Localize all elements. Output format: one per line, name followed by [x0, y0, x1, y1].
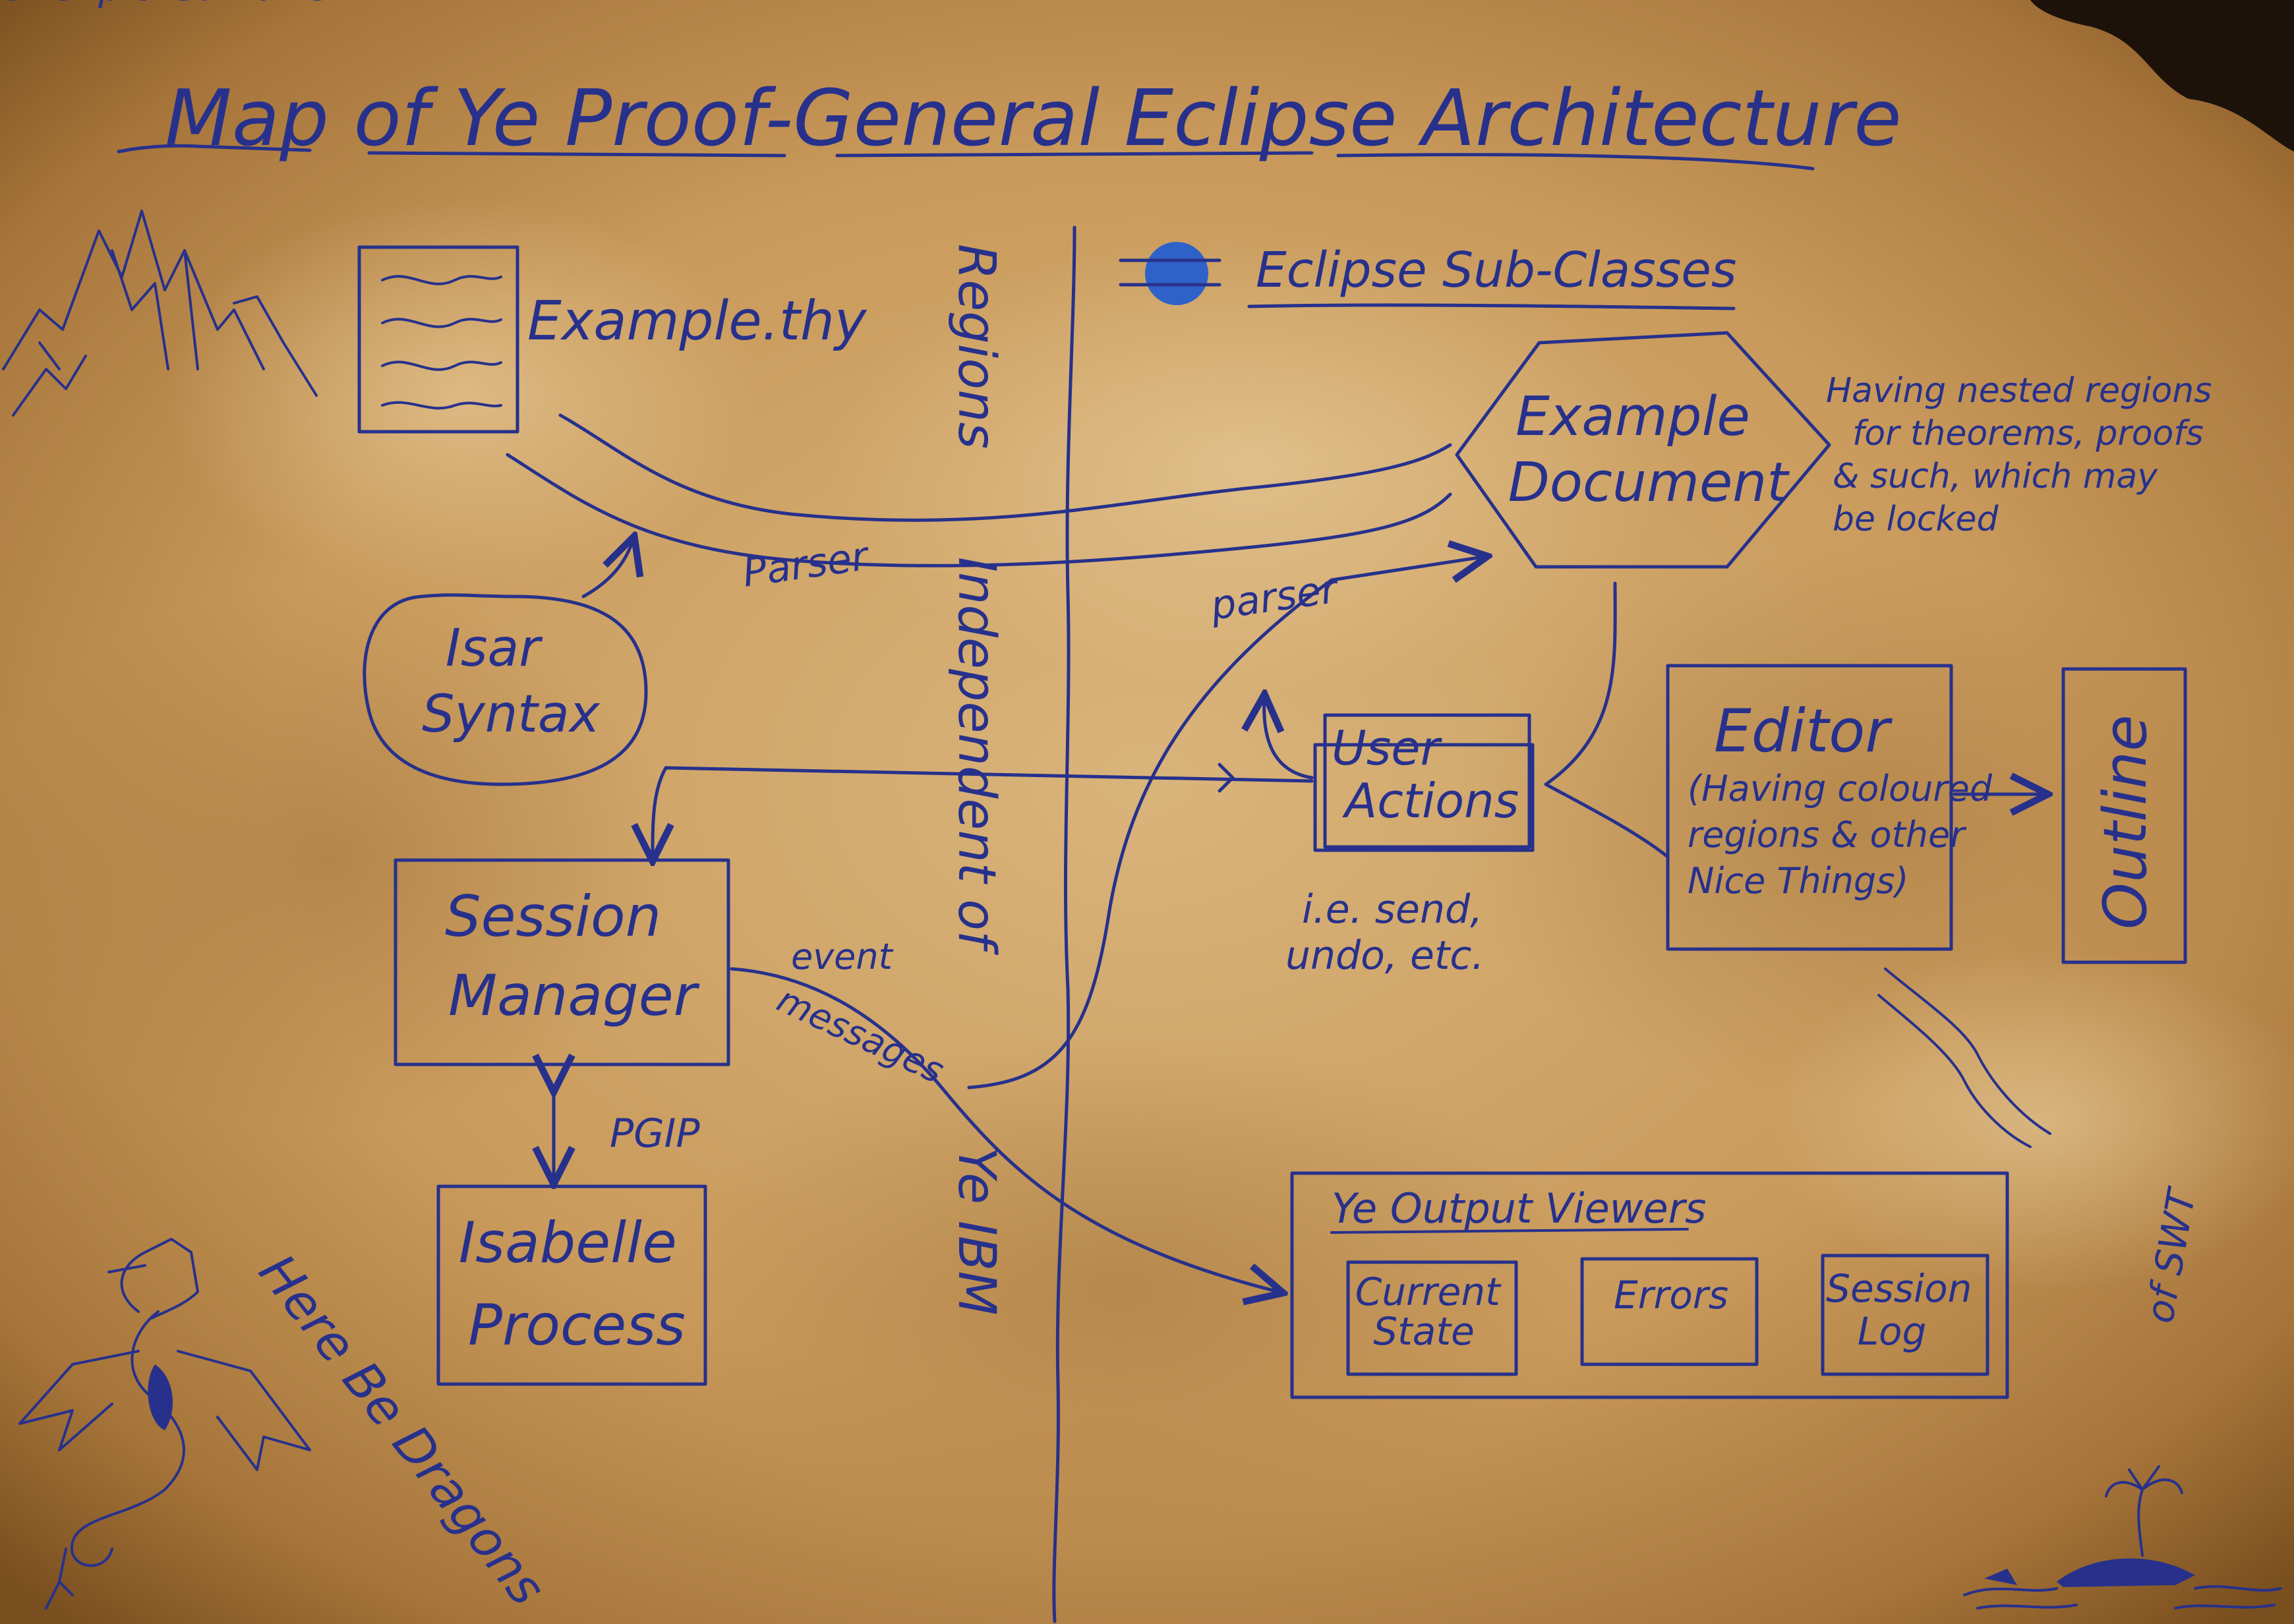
mountains-drawing [2, 210, 318, 417]
example-thy-label: Example.thy [527, 290, 868, 353]
example-document-node: Example Document Having nested regions f… [1455, 331, 2223, 569]
user-actions-note: i.e. send, undo, etc. [1285, 886, 1495, 979]
session-manager-node: Session Manager [394, 858, 730, 1066]
map-title: Map of Ye Proof-General Eclipse Architec… [117, 72, 1902, 171]
pgip-label: PGIP [610, 1111, 700, 1157]
event-messages-arrow [730, 967, 1279, 1292]
legend: Eclipse Sub-Classes [1119, 242, 1736, 310]
example-thy-node: Example.thy [357, 245, 868, 434]
unexplored-label: Unexplored Parts [0, 0, 330, 9]
editor-node: Editor (Having coloured regions & other … [1666, 664, 2003, 951]
actions-to-session-arrow [653, 766, 1314, 857]
current-state-label: Current State [1355, 1269, 1513, 1354]
outline-label: Outline [2091, 714, 2160, 929]
isabelle-process-label: Isabelle Process [459, 1210, 695, 1358]
session-log-label: Session Log [1826, 1266, 1984, 1354]
event-messages-label: event [791, 936, 894, 977]
ye-ibm-label: Ye IBM [947, 1147, 1006, 1316]
output-viewers-title: Ye Output Viewers [1332, 1184, 1706, 1232]
parser-river [558, 413, 1452, 522]
editor-note: (Having coloured regions & other Nice Th… [1688, 768, 2003, 902]
editor-title: Editor [1714, 697, 1893, 766]
island-drawing [1963, 1465, 2282, 1610]
regions-label: Regions [947, 244, 1006, 449]
dragon-drawing [18, 1238, 311, 1610]
isar-syntax-node: Isar Syntax [363, 540, 648, 786]
actions-to-document-arrow [1264, 699, 1314, 780]
user-actions-label: User Actions [1332, 720, 1519, 828]
independent-label: Independent of [947, 557, 1006, 956]
title-text: Map of Ye Proof-General Eclipse Architec… [165, 72, 1902, 163]
parser-river [506, 453, 1452, 567]
divider-line [1052, 225, 1076, 1623]
document-note: Having nested regions for theorems, proo… [1826, 371, 2223, 539]
output-viewers-node: Ye Output Viewers Current State Errors S… [1290, 1171, 2009, 1399]
outline-node: Outline [2061, 667, 2187, 964]
globe-icon [1145, 242, 1208, 305]
actions-arrow-tick [1218, 763, 1235, 793]
errors-label: Errors [1614, 1273, 1728, 1318]
document-to-editor-link [1544, 581, 1670, 859]
example-document-label: Example Document [1508, 386, 1790, 514]
isar-syntax-label: Isar Syntax [422, 619, 600, 744]
session-manager-label: Session Manager [445, 884, 700, 1029]
user-actions-node: User Actions i.e. send, undo, etc. [1285, 713, 1535, 979]
session-to-document-arrow [967, 557, 1483, 1089]
legend-label: Eclipse Sub-Classes [1256, 242, 1736, 299]
burnt-corner [2030, 0, 2294, 152]
